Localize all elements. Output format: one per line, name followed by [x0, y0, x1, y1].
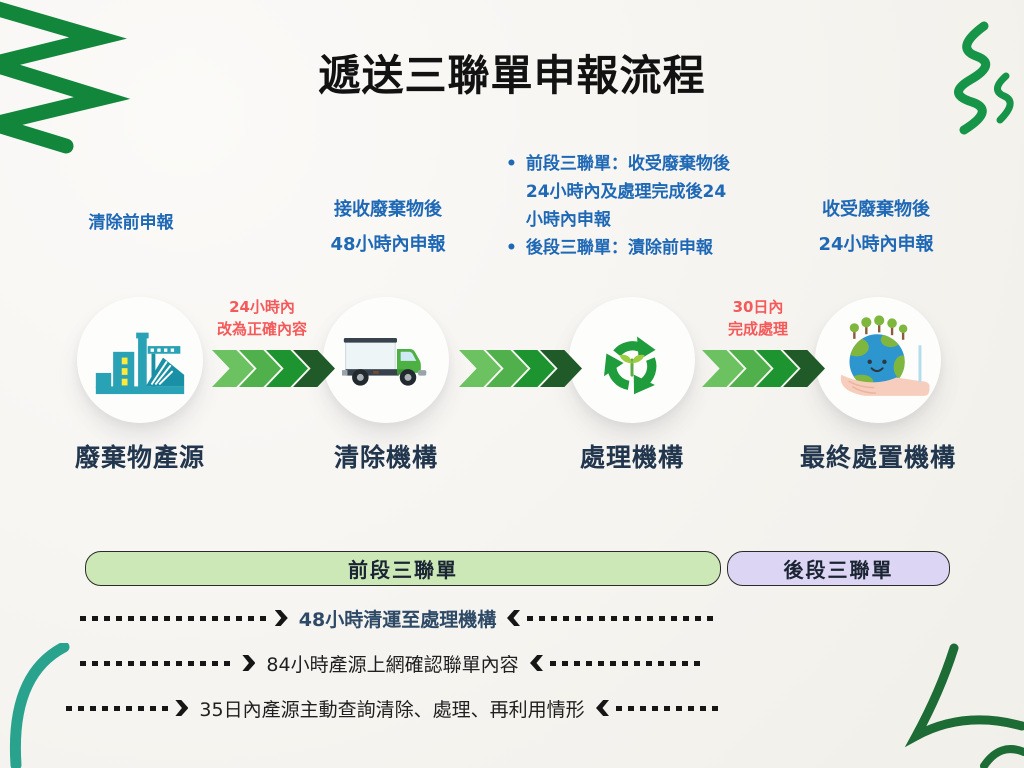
trees	[849, 315, 908, 340]
arrow-right-icon	[274, 610, 288, 626]
dotted-line	[66, 705, 169, 711]
arrow-left-icon	[530, 655, 543, 671]
scribble-top-right	[954, 21, 1014, 135]
chevron-arrow-group-3	[702, 350, 825, 387]
arrow-note-processing: 30日內 完成處理	[698, 296, 818, 340]
annotation-disposer: 收受廢棄物後 24小時內申報	[791, 192, 961, 262]
node-final-disposal	[815, 297, 941, 423]
arrow-note-line: 24小時內	[229, 298, 295, 316]
node-waste-source	[77, 297, 203, 423]
bullet-dot-icon: •	[506, 238, 517, 258]
node-treatment-agency	[569, 297, 695, 423]
timeline-row-84h: 84小時產源上網確認聯單內容	[80, 651, 705, 676]
front-phase-bar: 前段三聯單	[85, 551, 721, 586]
back-phase-bar: 後段三聯單	[727, 551, 950, 586]
factory-icon	[95, 332, 185, 395]
annotation-processor: • 前段三聯單：收受廢棄物後24小時內及處理完成後24小時內申報 • 後段三聯單…	[506, 150, 788, 262]
node-removal-agency	[323, 297, 449, 423]
arrow-left-icon	[596, 700, 609, 716]
arrow-note-line: 改為正確內容	[216, 320, 307, 338]
dotted-line	[80, 615, 268, 621]
chevron-arrow-group-1	[212, 350, 335, 387]
scribble-top-left	[0, 1, 131, 154]
node-label-treatment-agency: 處理機構	[579, 443, 684, 472]
node-label-waste-source: 廢棄物產源	[74, 443, 205, 472]
annotation-collector: 接收廢棄物後 48小時內申報	[303, 192, 473, 262]
bullet-item: • 前段三聯單：收受廢棄物後24小時內及處理完成後24小時內申報	[506, 150, 788, 234]
annotation-line: 清除前申報	[88, 213, 174, 233]
earth-hand-icon	[840, 315, 930, 396]
dotted-line	[549, 660, 705, 666]
arrow-right-icon	[175, 700, 189, 716]
arrow-left-icon	[507, 610, 520, 626]
annotation-line: 收受廢棄物後	[822, 199, 930, 220]
bullet-item: • 後段三聯單：漬除前申報	[506, 234, 788, 262]
bullet-dot-icon: •	[506, 154, 517, 174]
scribble-bottom-right	[904, 643, 1024, 768]
annotation-line: 24小時內申報	[818, 234, 934, 255]
dotted-line	[80, 660, 236, 666]
dotted-line	[527, 615, 716, 621]
arrow-note-line: 30日內	[732, 298, 784, 316]
annotation-line: 接收廢棄物後	[334, 199, 442, 220]
timeline-row-35d: 35日內產源主動查詢清除、處理、再利用情形	[66, 696, 718, 721]
arrow-note-correction: 24小時內 改為正確內容	[192, 296, 332, 340]
bullet-text: 後段三聯單：漬除前申報	[525, 238, 713, 258]
chevron-arrow-group-2	[459, 350, 582, 387]
recycle-icon	[604, 336, 657, 395]
dotted-line	[615, 705, 718, 711]
scribble-bottom-left	[9, 643, 70, 768]
truck-icon	[342, 338, 427, 386]
bullet-text: 前段三聯單：收受廢棄物後24小時內及處理完成後24小時內申報	[525, 154, 730, 230]
timeline-row-48h: 48小時清運至處理機構	[80, 606, 716, 631]
node-label-removal-agency: 清除機構	[333, 443, 438, 472]
page-title: 遞送三聯單申報流程	[318, 51, 706, 100]
node-label-final-disposal: 最終處置機構	[799, 443, 956, 472]
timeline-text: 35日內產源主動查詢清除、處理、再利用情形	[199, 698, 585, 721]
annotation-source: 清除前申報	[41, 210, 221, 236]
timeline-text: 48小時清運至處理機構	[298, 608, 497, 631]
arrow-note-line: 完成處理	[727, 320, 788, 338]
annotation-line: 48小時內申報	[330, 234, 446, 255]
arrow-right-icon	[242, 655, 256, 671]
timeline-text: 84小時產源上網確認聯單內容	[266, 653, 519, 676]
